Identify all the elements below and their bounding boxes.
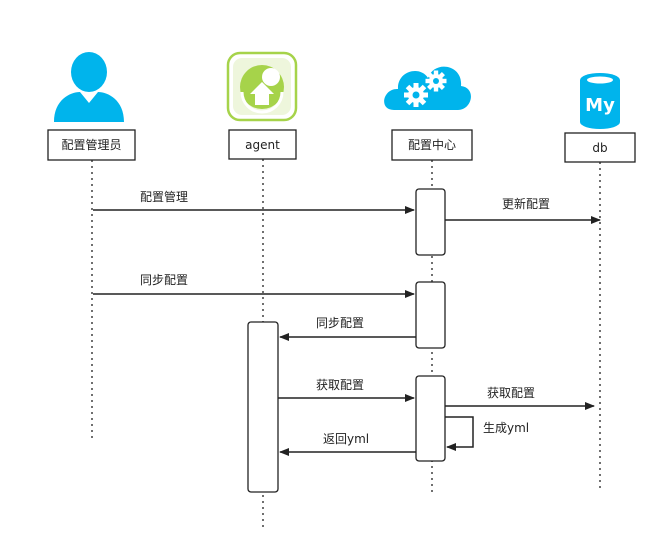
message-center-to-db-update: 更新配置	[445, 196, 601, 224]
message-label: 同步配置	[140, 273, 188, 287]
message-agent-to-center-fetch: 获取配置	[278, 378, 415, 402]
participant-config-center-label: 配置中心	[408, 137, 456, 152]
admin-user-icon	[54, 52, 124, 122]
db-icon-text: My	[585, 95, 615, 116]
message-admin-to-center-manage: 配置管理	[93, 189, 415, 214]
activation-center-3	[415, 375, 446, 462]
participant-admin: 配置管理员	[47, 129, 136, 161]
participant-agent-label: agent	[245, 138, 280, 152]
message-label: 更新配置	[502, 196, 550, 211]
participant-db: db	[564, 132, 636, 163]
participant-agent: agent	[228, 129, 297, 160]
participant-db-label: db	[592, 141, 607, 155]
activation-center-2	[415, 281, 446, 349]
message-label: 生成yml	[483, 421, 529, 435]
message-label: 同步配置	[316, 316, 364, 330]
participant-config-center: 配置中心	[391, 129, 473, 161]
activation-agent	[247, 321, 279, 493]
agent-upload-icon	[226, 51, 298, 122]
message-center-to-agent-return: 返回yml	[279, 432, 416, 456]
activation-center-1	[415, 188, 446, 256]
message-center-self-generate: 生成yml	[445, 416, 529, 451]
participant-admin-label: 配置管理员	[61, 137, 121, 152]
message-center-to-agent-sync: 同步配置	[279, 316, 416, 341]
message-admin-to-center-sync: 同步配置	[93, 273, 415, 298]
message-center-to-db-fetch: 获取配置	[445, 386, 595, 410]
cloud-gears-icon	[384, 66, 471, 110]
message-label: 获取配置	[487, 386, 535, 400]
mysql-database-icon: My	[580, 73, 620, 129]
message-label: 返回yml	[323, 432, 369, 446]
message-label: 获取配置	[316, 378, 364, 392]
message-label: 配置管理	[140, 189, 188, 204]
